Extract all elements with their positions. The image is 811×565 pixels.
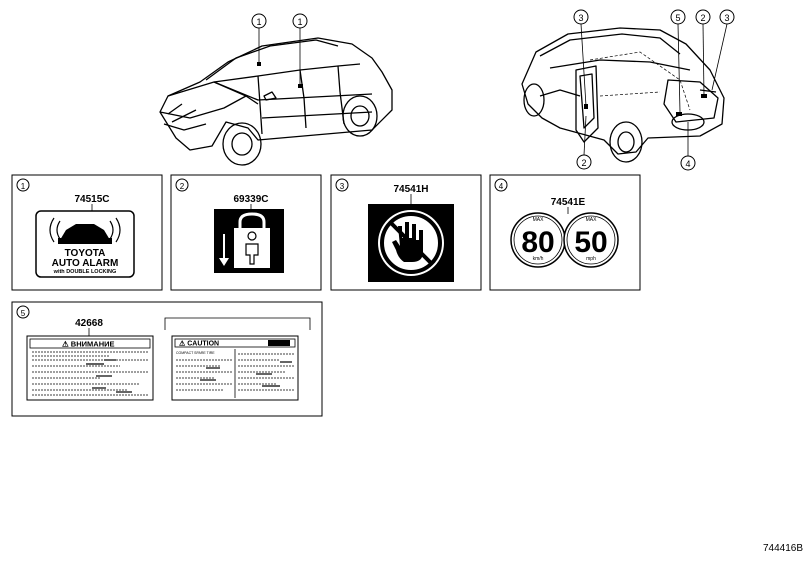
callout-2b: 2: [576, 154, 592, 170]
callout-3b: 3: [719, 9, 735, 25]
part-number-74541h: 74541H: [393, 184, 428, 195]
car-rear-view: [521, 27, 725, 163]
callout-2a: 2: [695, 9, 711, 25]
svg-text:MAX: MAX: [586, 217, 598, 223]
svg-text:⚠ CAUTION: ⚠ CAUTION: [179, 340, 219, 348]
panel-2: 2 69339C: [170, 174, 322, 291]
svg-text:4: 4: [685, 159, 690, 169]
panel-4: 4 74541E MAX 80 km/h MAX 50 mph: [489, 174, 641, 291]
label-vnimanie: ⚠ ВНИМАНИЕ: [26, 335, 154, 401]
svg-text:3: 3: [578, 13, 583, 23]
callout-1a: 1: [251, 13, 267, 29]
svg-text:1: 1: [256, 17, 261, 27]
part-number-74541e: 74541E: [551, 197, 586, 208]
diagram-reference-number: 744416B: [762, 543, 803, 554]
svg-text:⚠ ВНИМАНИЕ: ⚠ ВНИМАНИЕ: [62, 340, 115, 349]
panel-3: 3 74541H: [330, 174, 482, 291]
svg-text:with DOUBLE LOCKING: with DOUBLE LOCKING: [53, 269, 117, 275]
svg-text:4: 4: [499, 182, 504, 191]
svg-text:2: 2: [180, 182, 185, 191]
svg-text:5: 5: [21, 309, 26, 318]
svg-text:3: 3: [724, 13, 729, 23]
part-number-69339c: 69339C: [233, 194, 268, 205]
label-caution: ⚠ CAUTION COMPACT SPARE TIRE: [171, 335, 299, 401]
svg-text:2: 2: [700, 13, 705, 23]
svg-text:TOYOTA: TOYOTA: [65, 248, 106, 259]
svg-text:mph: mph: [586, 256, 596, 262]
svg-text:3: 3: [340, 182, 345, 191]
speed-badge-mph: MAX 50 mph: [563, 212, 619, 268]
speed-badge-kmh: MAX 80 km/h: [510, 212, 566, 268]
part-number-74515c: 74515C: [74, 194, 109, 205]
svg-text:1: 1: [297, 17, 302, 27]
panel-1: 1 74515C TOYOTA AUTO ALARM with DOUBLE L…: [11, 174, 163, 291]
svg-text:COMPACT SPARE TIRE: COMPACT SPARE TIRE: [176, 351, 215, 355]
part-number-42668: 42668: [75, 318, 103, 329]
svg-text:km/h: km/h: [533, 256, 544, 262]
svg-text:80: 80: [521, 226, 554, 259]
svg-text:5: 5: [675, 13, 680, 23]
svg-text:2: 2: [581, 158, 586, 168]
callout-4: 4: [680, 155, 696, 171]
svg-text:1: 1: [21, 182, 26, 191]
svg-text:AUTO ALARM: AUTO ALARM: [52, 258, 119, 269]
panel-5: 5 42668 ⚠ ВНИМАНИЕ: [11, 301, 323, 417]
svg-text:MAX: MAX: [533, 217, 545, 223]
callout-5: 5: [670, 9, 686, 25]
car-front-view: [159, 37, 393, 166]
callout-1b: 1: [292, 13, 308, 29]
callout-3a: 3: [573, 9, 589, 25]
svg-text:50: 50: [574, 226, 607, 259]
